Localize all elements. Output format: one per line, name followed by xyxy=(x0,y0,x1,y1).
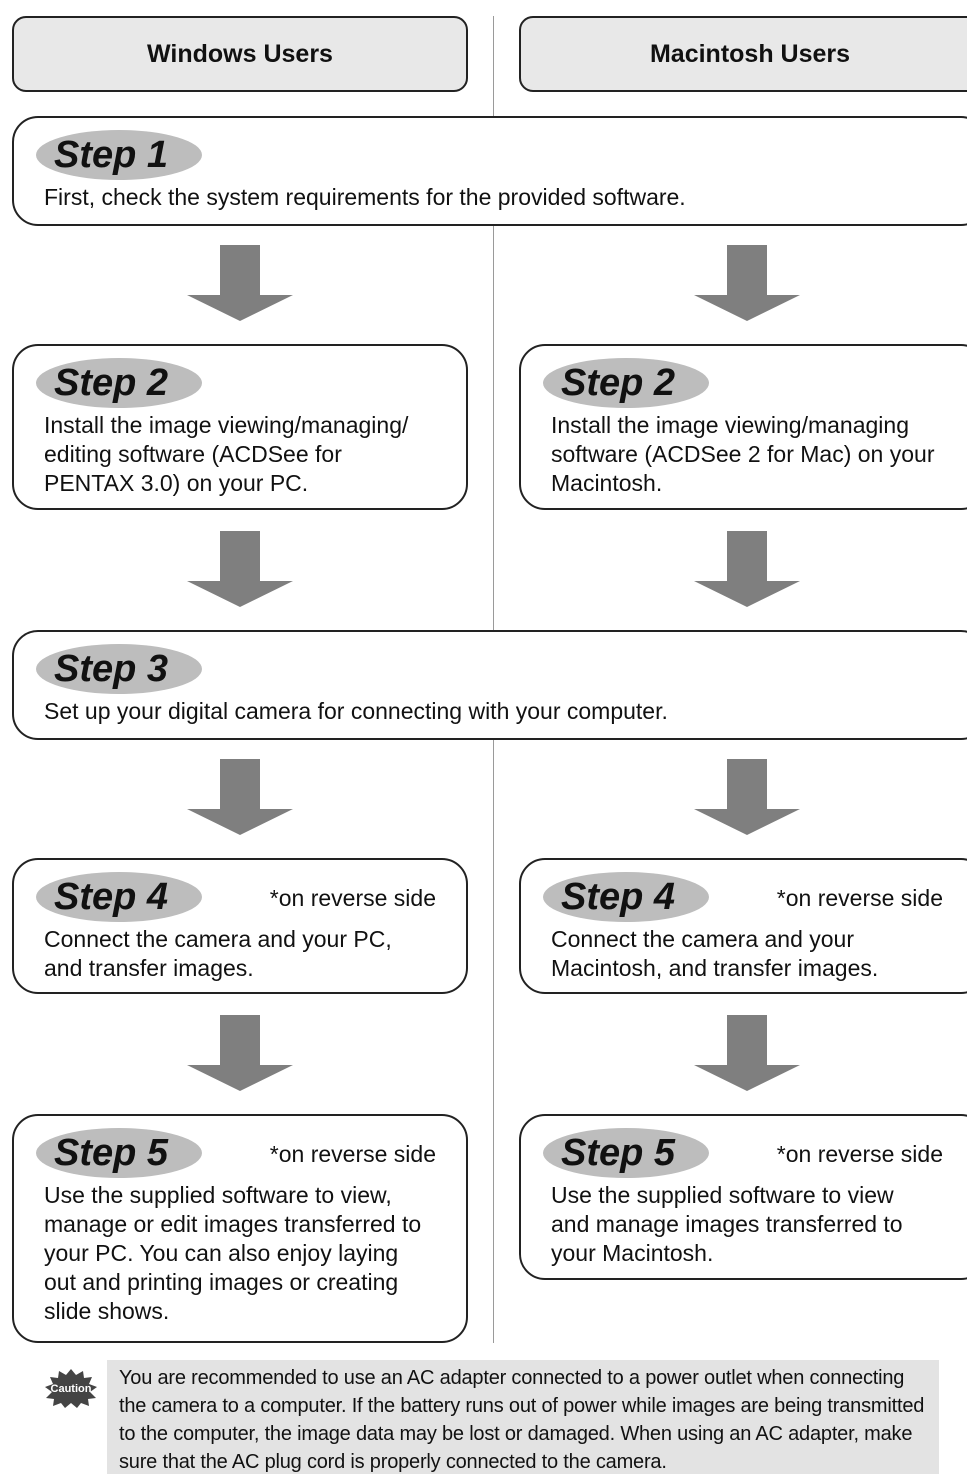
step-4-mac-note: *on reverse side xyxy=(776,885,943,911)
step-5-windows-description: Use the supplied software to view, manag… xyxy=(44,1182,422,1324)
macintosh-users-header: Macintosh Users xyxy=(519,16,967,92)
down-arrow-icon xyxy=(187,245,293,321)
step-5-windows-note: *on reverse side xyxy=(269,1141,436,1167)
column-divider xyxy=(493,16,494,116)
step-5-mac-description: Use the supplied software to view and ma… xyxy=(551,1182,903,1266)
step-2-mac-description: Install the image viewing/managing softw… xyxy=(551,412,935,496)
caution-text: You are recommended to use an AC adapter… xyxy=(107,1360,939,1474)
macintosh-users-header-label: Macintosh Users xyxy=(649,39,851,68)
step-badge xyxy=(543,872,709,922)
step-4-windows-label: Step 4 xyxy=(54,876,169,918)
step-5-mac-box: Step 5 *on reverse side Use the supplied… xyxy=(519,1114,967,1280)
step-4-mac-box: Step 4 *on reverse side Connect the came… xyxy=(519,858,967,994)
step-5-windows-label: Step 5 xyxy=(54,1132,169,1174)
step-3-box: Step 3 Set up your digital camera for co… xyxy=(12,630,967,740)
step-5-mac-label: Step 5 xyxy=(561,1132,676,1174)
step-5-windows-box: Step 5 *on reverse side Use the supplied… xyxy=(12,1114,468,1343)
step-4-windows-note: *on reverse side xyxy=(269,885,436,911)
windows-users-header: Windows Users xyxy=(12,16,468,92)
step-4-mac-description: Connect the camera and your Macintosh, a… xyxy=(551,926,879,981)
step-badge xyxy=(36,130,202,180)
step-4-windows-box: Step 4 *on reverse side Connect the came… xyxy=(12,858,468,994)
column-divider xyxy=(493,226,494,632)
step-1-label: Step 1 xyxy=(54,134,169,176)
step-badge xyxy=(36,358,202,408)
step-2-windows-label: Step 2 xyxy=(54,362,169,404)
down-arrow-icon xyxy=(694,1015,800,1091)
step-1-box: Step 1 First, check the system requireme… xyxy=(12,116,967,226)
step-badge xyxy=(543,1128,709,1178)
step-3-label: Step 3 xyxy=(54,648,169,690)
step-4-mac-label: Step 4 xyxy=(561,876,676,918)
down-arrow-icon xyxy=(694,759,800,835)
column-divider xyxy=(493,740,494,1343)
step-2-windows-box: Step 2 Install the image viewing/managin… xyxy=(12,344,468,510)
step-badge xyxy=(36,872,202,922)
step-1-description: First, check the system requirements for… xyxy=(44,184,686,210)
step-badge xyxy=(36,644,202,694)
step-badge xyxy=(543,358,709,408)
step-2-windows-description: Install the image viewing/managing/ edit… xyxy=(44,412,409,496)
down-arrow-icon xyxy=(187,759,293,835)
caution-icon: Caution xyxy=(45,1369,97,1408)
down-arrow-icon xyxy=(694,245,800,321)
down-arrow-icon xyxy=(187,1015,293,1091)
windows-users-header-label: Windows Users xyxy=(147,39,333,68)
down-arrow-icon xyxy=(187,531,293,607)
step-2-mac-label: Step 2 xyxy=(561,362,676,404)
step-4-windows-description: Connect the camera and your PC, and tran… xyxy=(44,926,392,981)
caution-icon-label: Caution xyxy=(51,1383,92,1395)
down-arrow-icon xyxy=(694,531,800,607)
step-badge xyxy=(36,1128,202,1178)
step-3-description: Set up your digital camera for connectin… xyxy=(44,698,668,724)
step-5-mac-note: *on reverse side xyxy=(776,1141,943,1167)
step-2-mac-box: Step 2 Install the image viewing/managin… xyxy=(519,344,967,510)
